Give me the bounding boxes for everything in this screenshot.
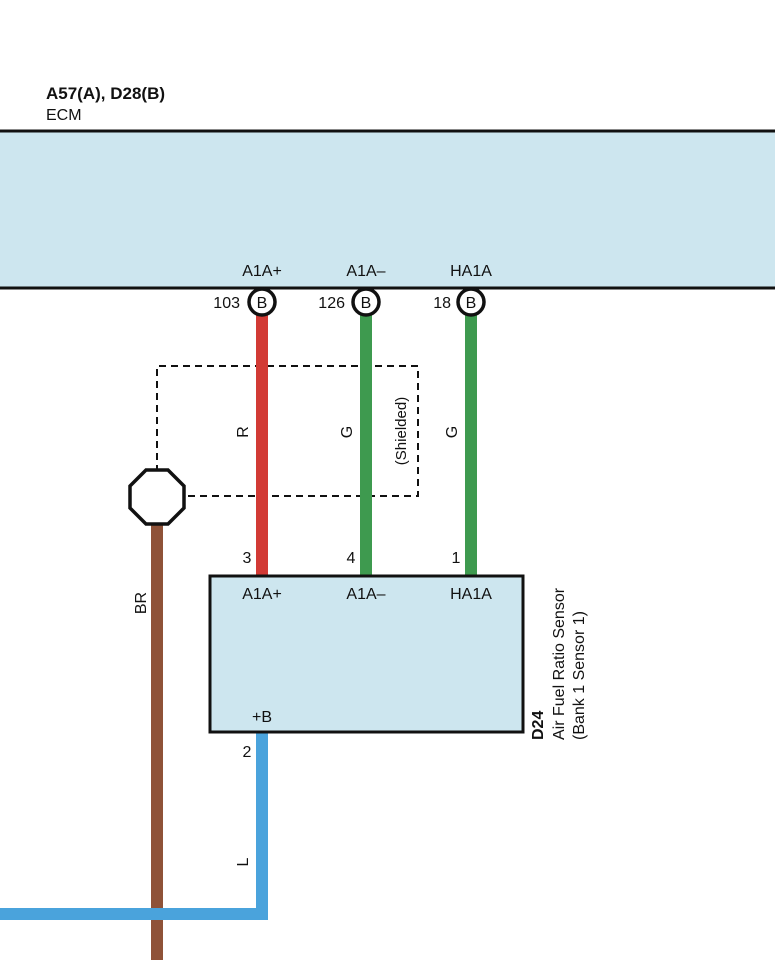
- wire-code-l: L: [235, 857, 252, 866]
- sensor-box[interactable]: [208, 574, 525, 734]
- wire-code-r: R: [235, 426, 252, 438]
- ecm-pin-number-18: 18: [433, 295, 451, 312]
- ecm-pin-number-126: 126: [318, 295, 345, 312]
- ecm-connector-label: A57(A), D28(B): [46, 84, 165, 103]
- sensor-pin-number-1: 1: [452, 550, 461, 567]
- shield-outline: [156, 365, 419, 497]
- ecm-pin-connector-126: B: [361, 295, 372, 312]
- ecm-pin-connector-103: B: [257, 295, 268, 312]
- sensor-terminal-a1a-plus: A1A+: [242, 586, 282, 603]
- ecm-terminal-a1a-minus: A1A–: [346, 263, 385, 280]
- sensor-terminal-plus-b: +B: [252, 709, 272, 726]
- ecm-terminal-a1a-plus: A1A+: [242, 263, 282, 280]
- ecm-terminal-ha1a: HA1A: [450, 263, 492, 280]
- ecm-pin-connector-18: B: [466, 295, 477, 312]
- sensor-location-label: (Bank 1 Sensor 1): [571, 611, 588, 740]
- sensor-pin-number-2: 2: [243, 744, 252, 761]
- sensor-terminal-ha1a: HA1A: [450, 586, 492, 603]
- ecm-box[interactable]: [0, 129, 775, 290]
- sensor-terminal-a1a-minus: A1A–: [346, 586, 385, 603]
- sensor-pin-number-3: 3: [243, 550, 252, 567]
- ecm-pin-number-103: 103: [213, 295, 240, 312]
- wire-code-g-heater: G: [444, 426, 461, 438]
- shield-label: (Shielded): [393, 397, 410, 465]
- wire-blue-power[interactable]: [0, 732, 268, 920]
- sensor-name-label: Air Fuel Ratio Sensor: [551, 587, 568, 740]
- ground-splice-octagon[interactable]: [128, 468, 186, 526]
- ecm-pin-circle-18[interactable]: [456, 287, 486, 317]
- ecm-pin-circle-103[interactable]: [247, 287, 277, 317]
- ecm-name-label: ECM: [46, 107, 82, 124]
- wire-code-g-minus: G: [339, 426, 356, 438]
- sensor-id-label: D24: [530, 711, 547, 740]
- wire-code-br: BR: [133, 592, 150, 614]
- sensor-pin-number-4: 4: [347, 550, 356, 567]
- ecm-pin-circle-126[interactable]: [351, 287, 381, 317]
